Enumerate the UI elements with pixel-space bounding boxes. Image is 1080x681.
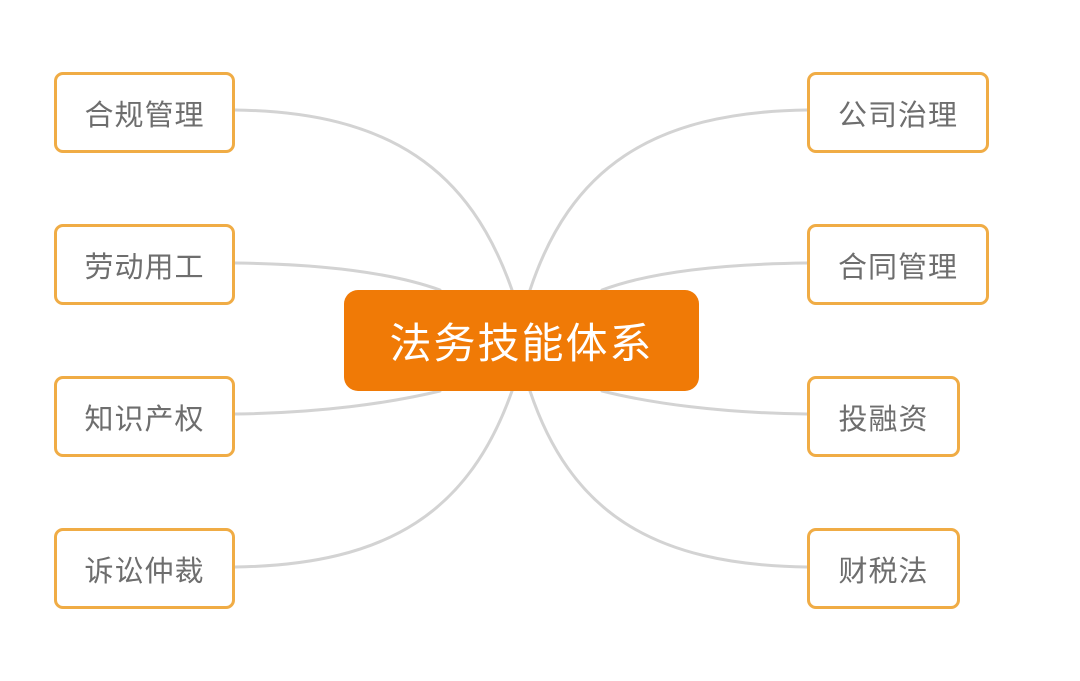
connector-right-4	[528, 389, 809, 569]
branch-label: 合规管理	[84, 97, 205, 132]
branch-label: 知识产权	[84, 401, 205, 436]
branch-label: 诉讼仲裁	[84, 553, 205, 588]
branch-label: 投融资	[838, 401, 929, 436]
branch-node-labor: 劳动用工	[54, 224, 235, 305]
branch-label: 公司治理	[837, 97, 958, 132]
branch-node-tax: 财税法	[807, 528, 960, 609]
connector-right-1	[528, 108, 809, 292]
branch-node-litigation: 诉讼仲裁	[54, 528, 235, 609]
branch-node-investment: 投融资	[807, 376, 960, 457]
branch-node-governance: 公司治理	[807, 72, 989, 153]
branch-label: 财税法	[838, 553, 929, 588]
central-topic-label: 法务技能体系	[389, 319, 654, 368]
branch-label: 合同管理	[837, 249, 958, 284]
connector-left-2	[233, 261, 442, 292]
connector-left-4	[233, 389, 514, 569]
connector-left-1	[233, 108, 514, 292]
branch-node-compliance: 合规管理	[54, 72, 235, 153]
branch-node-contracts: 合同管理	[807, 224, 989, 305]
branch-node-ip: 知识产权	[54, 376, 235, 457]
connector-right-3	[600, 389, 809, 416]
connector-right-2	[600, 261, 809, 292]
central-topic-node: 法务技能体系	[344, 290, 699, 391]
connector-left-3	[233, 389, 442, 416]
branch-label: 劳动用工	[84, 249, 205, 284]
